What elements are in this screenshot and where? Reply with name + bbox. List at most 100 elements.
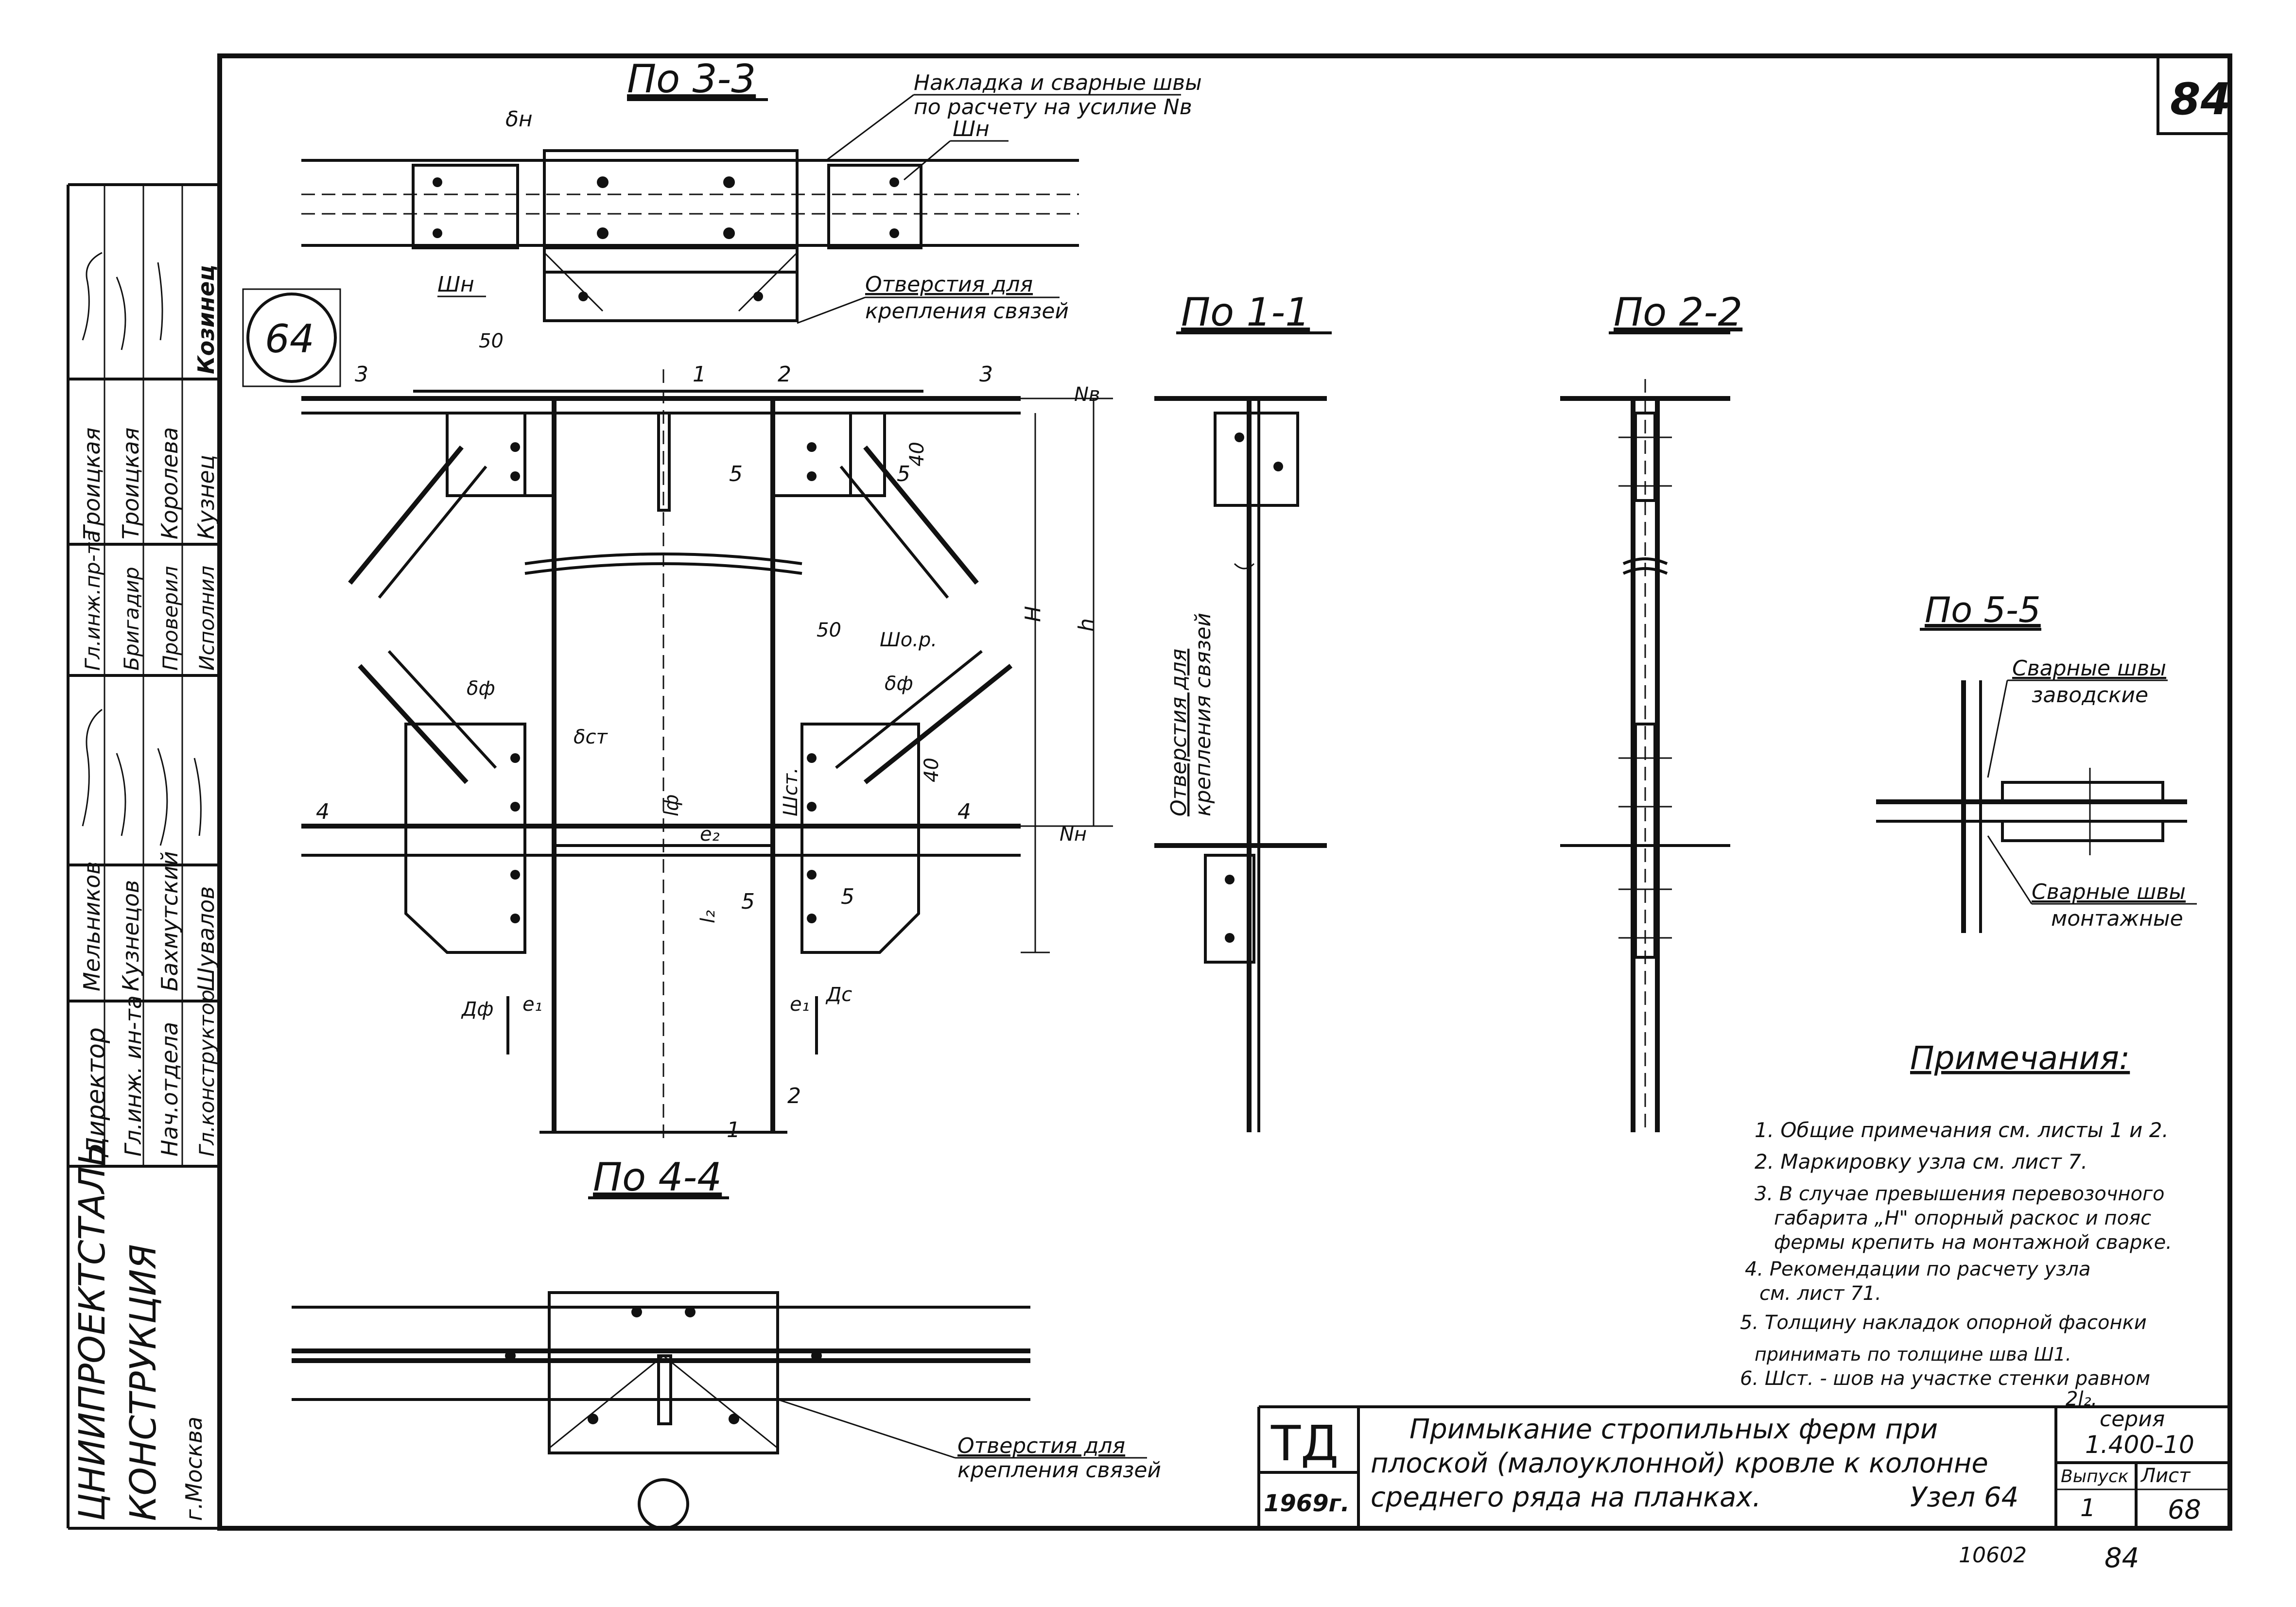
sheet-number: 84	[2170, 74, 2231, 125]
signature-scribbles-mid	[82, 708, 202, 846]
series-value: 1.400-10	[2085, 1431, 2194, 1459]
cut-1-bottom: 1	[727, 1118, 740, 1142]
label-h: h	[1074, 618, 1099, 632]
welds-factory-2: заводские	[2032, 683, 2148, 708]
footer-inventory: 10602	[1959, 1543, 2027, 1568]
callout-sh-n-top: Шн	[953, 117, 990, 141]
note-5a: 5. Толщину накладок опорной фасонки	[1740, 1312, 2147, 1334]
label-l2: l₂	[697, 910, 719, 923]
stamp-name-3: Бахмутский	[157, 851, 183, 991]
label-D-f: Дф	[461, 998, 493, 1020]
title-line-2: плоской (малоуклонной) кровле к колонне	[1371, 1448, 1988, 1479]
label-e2: e₂	[700, 823, 720, 846]
label-delta-st: δст	[574, 726, 608, 748]
holes-11-callout-2: крепления связей	[1191, 613, 1216, 816]
view-2-2-title: По 2-2	[1614, 290, 1742, 335]
stamp-name-9: Козинец	[193, 265, 219, 374]
cut-2-bottom: 2	[787, 1084, 801, 1108]
stamp-city: г.Москва	[181, 1417, 207, 1521]
title-block: ТД 1969г. Примыкание стропильных ферм пр…	[1257, 1405, 2230, 1528]
stamp-name-5: Троицкая	[79, 428, 105, 539]
holes-33-callout-2: крепления связей	[865, 299, 1069, 324]
stamp-org1: ЦНИИПРОЕКТСТАЛЬ	[71, 1141, 113, 1521]
side-stamp: Директор Гл.инж. ин-та Нач.отдела Гл.кон…	[67, 183, 220, 1530]
stamp-role-6: Бригадир	[120, 567, 143, 671]
title-year: 1969г.	[1264, 1490, 1350, 1517]
view-3-3: По 3-3 Накладка и сварные швы по расчету…	[301, 56, 1202, 324]
stamp-name-1: Мельников	[79, 861, 105, 991]
series-label: серия	[2100, 1407, 2165, 1432]
note-3a: 3. В случае превышения перевозочного	[1755, 1183, 2164, 1205]
view-1-1-title: По 1-1	[1181, 290, 1310, 335]
stamp-name-2: Кузнецов	[118, 880, 144, 991]
view-2-2: По 2-2	[1560, 290, 1742, 1132]
stamp-role-chief-designer: Гл.конструктор	[195, 990, 219, 1157]
dim-50-right: 50	[817, 619, 841, 641]
dim-40-bot: 40	[921, 758, 943, 782]
holes-11-callout-1: Отверстия для	[1166, 649, 1191, 816]
overlay-callout-2: по расчету на усилие Nв	[914, 95, 1192, 120]
node-circle-label: 64	[265, 316, 314, 362]
sheet-value: 68	[2168, 1494, 2201, 1525]
stamp-name-6: Троицкая	[118, 428, 144, 539]
note-4a: 4. Рекомендации по расчету узла	[1745, 1258, 2090, 1280]
title-code: ТД	[1270, 1415, 1339, 1472]
cut-3-left: 3	[355, 362, 368, 387]
stamp-role-8: Исполнил	[195, 566, 219, 671]
view-3-3-title: По 3-3	[627, 56, 756, 102]
note-4b: см. лист 71.	[1759, 1282, 1881, 1305]
view-4-4: По 4-4 Отверстия для крепления связей	[292, 1155, 1161, 1530]
holes-33-callout-1: Отверстия для	[865, 272, 1033, 297]
label-D-s: Дс	[825, 984, 852, 1006]
label-N-n: Nн	[1060, 823, 1087, 846]
label-delta-f-left: δф	[467, 677, 495, 700]
cut-3-right: 3	[979, 362, 993, 387]
stamp-name-8: Кузнец	[193, 455, 219, 539]
title-line-3: среднего ряда на планках.	[1371, 1482, 1761, 1513]
sheet-number-box	[2157, 54, 2231, 135]
note-3b: габарита „H" опорный раскос и пояс	[1774, 1207, 2151, 1229]
footer-page: 84	[2105, 1542, 2139, 1574]
cut-5-a: 5	[729, 462, 743, 486]
main-elevation: 50 50 40 40 3 3 1 2 1 2 5 5 5 5 4 4 Nв N…	[301, 330, 1113, 1142]
dim-40-top: 40	[906, 442, 928, 467]
label-H: H	[1021, 606, 1045, 622]
stamp-org2: КОНСТРУКЦИЯ	[122, 1244, 164, 1521]
cut-1-top: 1	[693, 362, 706, 387]
stamp-name-7: Королева	[157, 427, 183, 539]
callout-sh-n-left: Шн	[437, 272, 474, 297]
view-5-5: По 5-5 Сварные швы заводские Сварные швы…	[1876, 589, 2197, 933]
view-5-5-title: По 5-5	[1925, 589, 2041, 630]
sheet-frame	[217, 53, 2232, 1531]
welds-factory-1: Сварные швы	[2012, 656, 2166, 681]
note-2: 2. Маркировку узла см. лист 7.	[1755, 1150, 2087, 1174]
label-l-f: lф	[661, 795, 683, 816]
holes-44-callout-1: Отверстия для	[957, 1434, 1125, 1458]
stamp-role-7: Проверил	[158, 566, 182, 671]
cut-5-d: 5	[841, 884, 854, 909]
note-5b: принимать по толщине шва Ш1.	[1755, 1344, 2071, 1365]
note-3c: фермы крепить на монтажной сварке.	[1774, 1231, 2172, 1254]
issue-label: Выпуск	[2061, 1467, 2129, 1486]
cut-2-top: 2	[778, 362, 791, 387]
title-node: Узел 64	[1910, 1482, 2018, 1513]
label-sh-o-r: Шо.р.	[880, 629, 937, 651]
dim-50-top: 50	[479, 330, 504, 352]
note-6a: 6. Шст. - шов на участке стенки равном	[1740, 1367, 2150, 1390]
issue-value: 1	[2080, 1494, 2096, 1522]
view-1-1: По 1-1 Отверстия для крепления связей	[1154, 290, 1332, 1132]
label-delta-f-right: δф	[885, 673, 913, 695]
label-sh-st: Шст.	[780, 767, 802, 816]
overlay-callout-1: Накладка и сварные швы	[914, 70, 1202, 95]
welds-field-2: монтажные	[2051, 906, 2183, 931]
cut-4-left: 4	[316, 799, 330, 824]
node-marker: 64	[242, 288, 341, 387]
label-e1-right: e₁	[790, 993, 810, 1016]
notes-heading: Примечания:	[1910, 1039, 2130, 1077]
label-N-v: Nв	[1074, 383, 1100, 406]
view-4-4-title: По 4-4	[593, 1155, 722, 1200]
cut-5-b: 5	[897, 462, 910, 486]
title-line-1: Примыкание стропильных ферм при	[1409, 1414, 1938, 1445]
stamp-role-chief-eng: Гл.инж. ин-та	[120, 995, 146, 1157]
